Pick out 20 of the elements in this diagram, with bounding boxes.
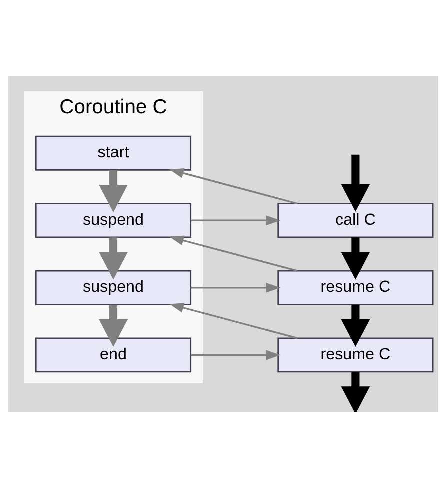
arrow: [170, 235, 298, 272]
node-box: end: [35, 337, 192, 372]
node-box: suspend: [35, 270, 192, 305]
arrow: [191, 215, 281, 226]
arrow: [341, 154, 370, 212]
arrow: [191, 350, 281, 360]
node-box: suspend: [35, 202, 192, 238]
arrow: [191, 282, 281, 292]
node-box: call C: [278, 202, 434, 238]
arrow: [341, 372, 370, 412]
arrow: [170, 302, 298, 339]
node-box: start: [35, 135, 192, 170]
node-box: resume C: [278, 337, 434, 372]
node-box: resume C: [278, 270, 434, 305]
arrow: [99, 170, 128, 212]
arrow: [341, 237, 370, 280]
arrow: [170, 168, 298, 204]
arrow: [99, 237, 128, 280]
arrow: [99, 304, 128, 347]
arrow: [341, 304, 370, 347]
